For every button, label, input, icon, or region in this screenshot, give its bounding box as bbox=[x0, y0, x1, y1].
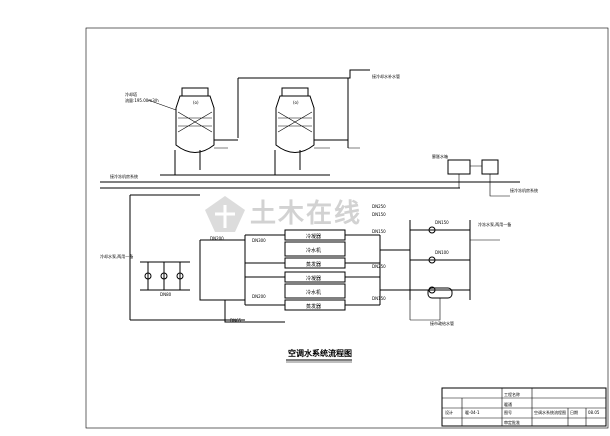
expansion-tank-label: 膨胀水箱 bbox=[432, 153, 448, 159]
cooling-tower-2: (o) bbox=[275, 87, 315, 153]
tower-label: 冷却塔 bbox=[125, 91, 137, 97]
chiller-2-unit: 冷水机 bbox=[306, 289, 321, 296]
svg-text:DN150: DN150 bbox=[372, 212, 386, 217]
svg-text:DN200: DN200 bbox=[210, 236, 224, 241]
drawing-no-label: 图号 bbox=[504, 409, 512, 415]
date: 08.05 bbox=[588, 410, 600, 415]
watermark-text: 土木在线 bbox=[250, 199, 362, 229]
chiller-1-evaporator: 蒸发器 bbox=[306, 261, 321, 268]
chiller-1: 冷凝器 冷水机 蒸发器 bbox=[284, 229, 346, 269]
svg-text:DN150: DN150 bbox=[435, 220, 449, 225]
chiller-2-condenser: 冷凝器 bbox=[306, 275, 321, 282]
drawing-no: 暖-04-1 bbox=[465, 409, 480, 415]
tower-flow-label: 流量:195.00m3/h bbox=[125, 97, 159, 103]
svg-text:DN250: DN250 bbox=[372, 264, 386, 269]
right-pump-group bbox=[409, 220, 500, 300]
top-supply-pipe bbox=[237, 69, 370, 148]
svg-text:DN250: DN250 bbox=[372, 204, 386, 209]
water-treatment bbox=[409, 287, 453, 321]
sheet-border bbox=[85, 27, 609, 429]
project-label: 工程名称 bbox=[504, 391, 520, 397]
svg-text:DN65: DN65 bbox=[230, 318, 242, 323]
svg-text:DN80: DN80 bbox=[160, 292, 172, 297]
svg-text:(o): (o) bbox=[293, 100, 299, 105]
svg-text:DN300: DN300 bbox=[252, 238, 266, 243]
project-name: 暖通 bbox=[504, 401, 512, 407]
right-system-label: 接冷冻机房系统 bbox=[510, 187, 538, 193]
cooling-tower-1: (o) bbox=[175, 87, 215, 153]
sign-label: 审定批准 bbox=[504, 419, 520, 425]
pipe-size-labels: DN250 DN150 DN200 DN300 DN150 DN250 DN15… bbox=[160, 204, 449, 323]
chiller-1-unit: 冷水机 bbox=[306, 247, 321, 254]
svg-text:DN200: DN200 bbox=[252, 294, 266, 299]
chiller-1-condenser: 冷凝器 bbox=[306, 233, 321, 240]
drawing-name: 空调水系统流程图 bbox=[534, 409, 566, 415]
svg-text:(o): (o) bbox=[193, 100, 199, 105]
expansion-tank: 膨胀水箱 bbox=[432, 153, 510, 197]
title-block: 工程名称 暖通 空调水系统流程图 设计 暖-04-1 图号 日期 08.05 审… bbox=[441, 387, 607, 427]
svg-text:DN150: DN150 bbox=[372, 229, 386, 234]
left-pump-label: 冷却水泵,两用一备 bbox=[100, 253, 133, 259]
right-pump-label: 冷冻水泵,两用一备 bbox=[478, 221, 511, 227]
header-label: 接冷冻机房系统 bbox=[110, 173, 138, 179]
chiller-2-evaporator: 蒸发器 bbox=[306, 303, 321, 310]
bottom-label: 接市政给水管 bbox=[430, 320, 454, 326]
drawing-title: 空调水系统流程图 bbox=[288, 348, 352, 358]
design-label: 设计 bbox=[445, 409, 453, 415]
chiller-2: 冷凝器 冷水机 蒸发器 bbox=[284, 271, 346, 311]
main-header-pipe bbox=[100, 174, 520, 189]
top-right-label: 接冷却水补水管 bbox=[372, 73, 400, 79]
watermark: 土木在线 bbox=[205, 196, 362, 232]
left-pump-group bbox=[140, 261, 190, 291]
date-label: 日期 bbox=[570, 409, 578, 415]
svg-text:DN100: DN100 bbox=[435, 250, 449, 255]
svg-text:DN150: DN150 bbox=[372, 296, 386, 301]
